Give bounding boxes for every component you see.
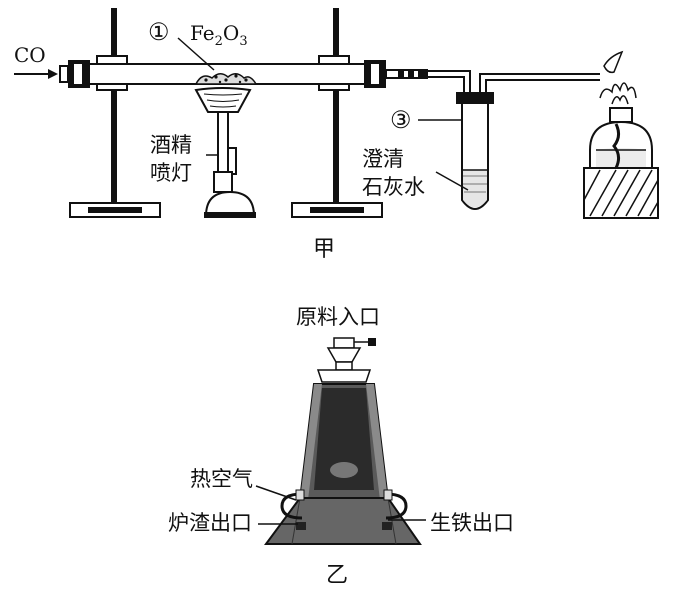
- exhaust-flame: [603, 50, 624, 74]
- figure-a-apparatus: CO ① Fe2O3 酒精 喷灯 ③ 澄清 石灰水 甲: [14, 8, 659, 262]
- iron-outlet-label: 生铁出口: [430, 511, 514, 535]
- reactant-formula: Fe2O3: [190, 21, 248, 49]
- formula-o: O: [223, 21, 239, 45]
- hot-air-pipes: [280, 489, 408, 520]
- alcohol-blast-burner: [194, 87, 256, 218]
- co-inlet-arrow: [14, 69, 58, 79]
- left-iron-stand: [69, 8, 161, 218]
- leader-line-air: [255, 485, 297, 501]
- alcohol-lamp: [583, 82, 659, 219]
- limewater-label-line2: 石灰水: [362, 175, 425, 199]
- co-label: CO: [14, 43, 46, 67]
- bottle-number: ③: [390, 106, 412, 134]
- formula-sub-2: 2: [215, 34, 223, 49]
- delivery-tube: [428, 70, 600, 200]
- iron-oxide-powder: [194, 73, 258, 85]
- figure-b-caption: 乙: [326, 563, 348, 588]
- iron-outlet: [382, 522, 392, 530]
- formula-sub-3: 3: [239, 34, 247, 49]
- burner-label-line1: 酒精: [150, 133, 192, 157]
- slag-outlet-label: 炉渣出口: [168, 511, 252, 535]
- limewater-test-tube: [456, 92, 494, 210]
- leader-line-limewater: [435, 171, 469, 191]
- burner-label-line2: 喷灯: [150, 161, 192, 185]
- leader-line-tube: [177, 37, 215, 71]
- furnace-body: [264, 383, 422, 545]
- feed-inlet-label: 原料入口: [296, 305, 380, 329]
- formula-fe: Fe: [190, 21, 215, 45]
- slag-outlet: [296, 522, 306, 530]
- tube-number: ①: [148, 18, 170, 46]
- figure-a-caption: 甲: [313, 237, 335, 262]
- limewater-label-line1: 澄清: [362, 147, 404, 171]
- figure-b-blast-furnace: 原料入口 热空气 炉渣出口 生铁出口 乙: [168, 305, 514, 588]
- hot-air-label: 热空气: [190, 467, 253, 491]
- feed-hopper: [316, 337, 376, 383]
- glass-tube: [59, 60, 428, 88]
